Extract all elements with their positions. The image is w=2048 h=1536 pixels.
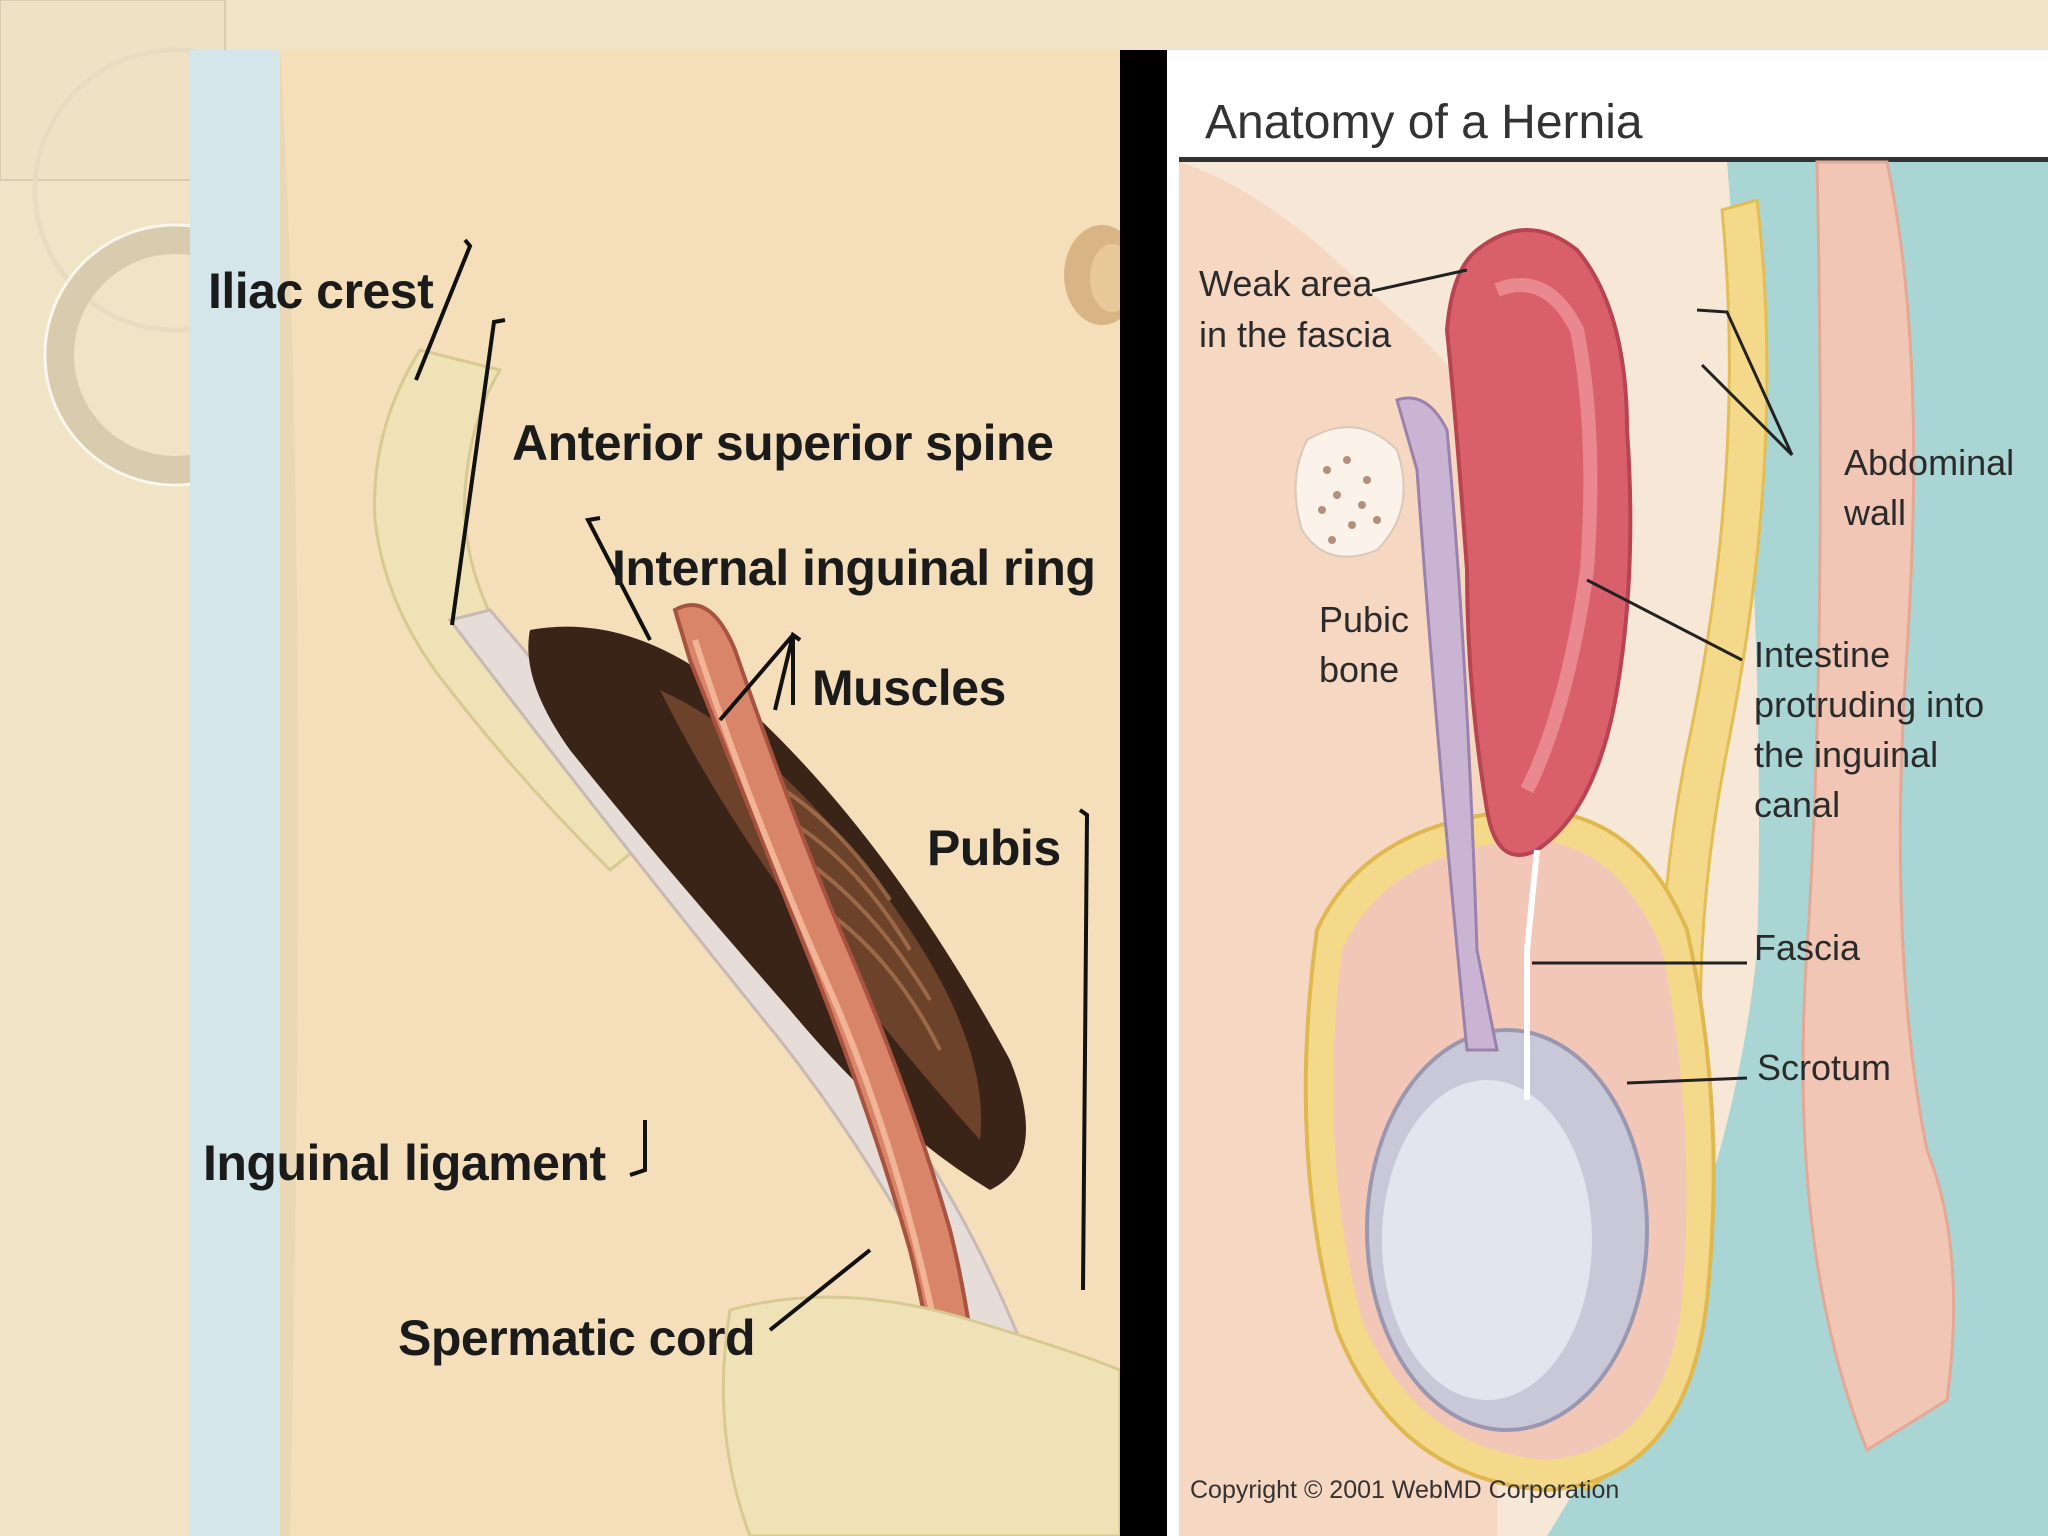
hernia-anatomy-drawing: Anatomy of a Hernia [1179, 96, 2048, 1536]
hernia-anatomy-figure: Anatomy of a Hernia [1167, 50, 2048, 1536]
label-scrotum: Scrotum [1757, 1047, 1891, 1088]
label-weak-area-line2: in the fascia [1199, 314, 1392, 355]
label-inguinal-ligament: Inguinal ligament [203, 1135, 606, 1191]
panel-divider [1120, 50, 1167, 1536]
side-blue [190, 50, 280, 1536]
label-intestine-line1: Intestine [1754, 634, 1890, 675]
figure-title: Anatomy of a Hernia [1205, 96, 1643, 149]
title-rule [1179, 157, 2048, 162]
decorative-rings [0, 0, 260, 487]
label-intestine-line4: canal [1754, 784, 1840, 825]
pubic-bone-texture [1318, 456, 1381, 544]
label-anterior-superior-spine: Anterior superior spine [512, 415, 1053, 471]
label-pubic-bone-line2: bone [1319, 649, 1399, 690]
iliac-bone [373, 348, 663, 873]
opening-dark [528, 626, 1026, 1190]
label-spermatic-cord: Spermatic cord [398, 1310, 755, 1366]
spermatic-cord-right [1395, 396, 1499, 1052]
label-pubic-bone-line1: Pubic [1319, 599, 1409, 640]
copyright-text: Copyright © 2001 WebMD Corporation [1190, 1476, 1619, 1504]
label-pubis: Pubis [927, 820, 1061, 876]
label-fascia: Fascia [1754, 927, 1861, 968]
label-weak-area-line1: Weak area [1199, 263, 1373, 304]
label-abdominal-wall-line1: Abdominal [1844, 442, 2014, 483]
inguinal-anatomy-drawing: Iliac crest Anterior superior spine Inte… [190, 50, 1120, 1536]
pubis-bone [721, 1295, 1120, 1536]
label-abdominal-wall-line2: wall [1843, 492, 1906, 533]
pubic-bone [1294, 426, 1405, 558]
label-intestine-line2: protruding into [1754, 684, 1984, 725]
label-iliac-crest: Iliac crest [208, 263, 434, 319]
inguinal-anatomy-figure: Iliac crest Anterior superior spine Inte… [190, 50, 1120, 1536]
label-muscles: Muscles [812, 660, 1006, 716]
label-intestine-line3: the inguinal [1754, 734, 1938, 775]
label-internal-inguinal-ring: Internal inguinal ring [612, 540, 1095, 596]
penis-shaft [1801, 160, 1956, 1453]
